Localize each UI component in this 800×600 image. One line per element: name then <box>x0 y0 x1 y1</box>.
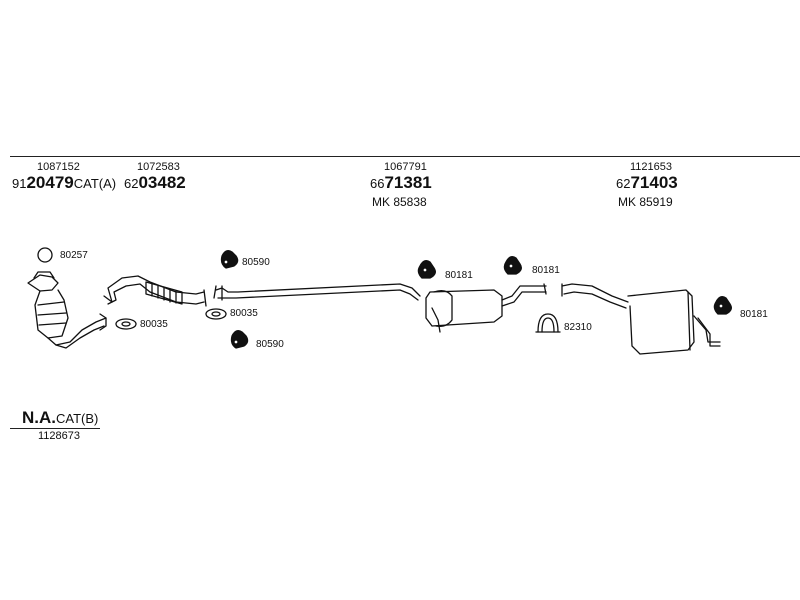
part-number-front-pipe: 6203482 <box>124 173 186 192</box>
footer-rule <box>10 428 100 429</box>
label-80035-mid: 80035 <box>230 308 258 319</box>
rubber-hanger-80590a-icon <box>220 250 239 269</box>
front-flex-pipe-icon <box>103 275 207 307</box>
part-number-middle-silencer: 6671381 <box>370 173 432 192</box>
middle-silencer-icon <box>425 283 547 333</box>
label-80181-middle: 80181 <box>445 270 473 281</box>
catalytic-converter-icon <box>27 271 107 349</box>
rubber-hanger-80181c-icon <box>713 296 732 315</box>
part-number-rear-silencer: 6271403 <box>616 173 678 192</box>
part-number-catalyst-a: 9120479CAT(A) <box>12 173 117 192</box>
rear-silencer-icon <box>561 283 721 355</box>
ref-1067791: 1067791 <box>384 161 427 173</box>
mk-number-rear: MK 85919 <box>618 195 673 209</box>
label-82310: 82310 <box>564 322 592 333</box>
label-80590-top: 80590 <box>242 257 270 268</box>
label-80181-rear: 80181 <box>740 309 768 320</box>
footer-catalyst-b: N.A.CAT(B) <box>22 408 99 427</box>
flange-gasket-80035-icon <box>115 318 137 330</box>
rubber-hanger-80181a-icon <box>417 260 436 279</box>
label-80035-left: 80035 <box>140 319 168 330</box>
label-80590-bottom: 80590 <box>256 339 284 350</box>
mk-number-middle: MK 85838 <box>372 195 427 209</box>
label-80257: 80257 <box>60 250 88 261</box>
label-80181-rear-pipe: 80181 <box>532 265 560 276</box>
ref-1121653: 1121653 <box>630 161 673 173</box>
flange-gasket-80035b-icon <box>205 308 227 320</box>
footer-ref: 1128673 <box>38 430 81 442</box>
ref-1072583: 1072583 <box>137 161 180 173</box>
header-rule <box>10 156 800 157</box>
gasket-ring-80257-icon <box>37 247 53 263</box>
pipe-clamp-82310-icon <box>535 313 561 333</box>
rubber-hanger-80181b-icon <box>503 256 522 275</box>
ref-1087152: 1087152 <box>37 161 80 173</box>
rubber-hanger-80590b-icon <box>230 330 249 349</box>
intermediate-pipe-icon <box>213 283 421 301</box>
